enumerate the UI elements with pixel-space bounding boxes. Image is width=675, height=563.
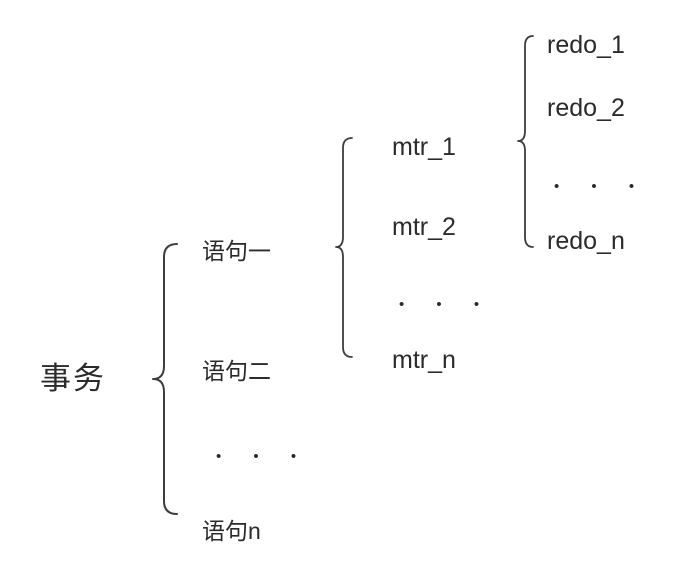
brace-mtr-redos-icon [517, 35, 534, 248]
node-statement-n: 语句n [202, 518, 261, 544]
brace-transaction-statements-icon [152, 243, 178, 515]
node-mtr-2: mtr_2 [392, 213, 456, 241]
statements-ellipsis: • • • [216, 448, 311, 465]
node-transaction: 事务 [40, 361, 106, 396]
mtrs-ellipsis: • • • [399, 296, 494, 313]
node-statement-1: 语句一 [202, 238, 271, 264]
node-redo-1: redo_1 [547, 31, 625, 59]
node-redo-2: redo_2 [547, 94, 625, 122]
redos-ellipsis: • • • [554, 178, 649, 195]
node-redo-n: redo_n [547, 227, 625, 255]
node-mtr-n: mtr_n [392, 346, 456, 374]
node-mtr-1: mtr_1 [392, 133, 456, 161]
node-statement-2: 语句二 [202, 358, 271, 384]
brace-statement-mtrs-icon [335, 137, 353, 358]
